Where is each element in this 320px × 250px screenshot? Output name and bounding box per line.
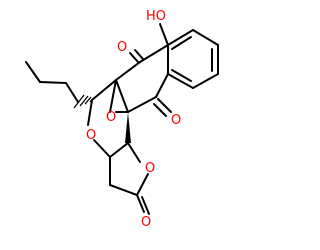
bond: [65, 82, 79, 103]
bond: [171, 69, 192, 82]
bond: [155, 73, 169, 98]
bond: [136, 173, 149, 196]
lactone-ring-oxygen-label: O: [145, 161, 155, 176]
bond: [167, 29, 194, 46]
ring-ether-oxygen-label: O: [86, 128, 96, 143]
bond: [141, 196, 150, 215]
bond: [159, 23, 169, 46]
bond: [109, 142, 129, 158]
bond: [153, 103, 167, 117]
propyl-chain: [25, 61, 95, 109]
bond: [139, 44, 169, 63]
bond: [171, 36, 192, 50]
quinone-ring: [115, 44, 169, 113]
epoxide-oxygen-label: O: [106, 110, 116, 125]
bond: [93, 139, 111, 158]
bond: [91, 79, 117, 101]
lactone-ring: [109, 142, 150, 215]
epoxide-ring: [109, 79, 129, 113]
bond: [127, 142, 141, 163]
bond: [167, 73, 194, 89]
bond: [136, 194, 145, 213]
bond: [127, 96, 157, 113]
bond: [115, 79, 129, 113]
hashed-bond: [73, 94, 85, 109]
hydroxyl-label: HO: [146, 9, 166, 24]
hashed-bond: [84, 96, 92, 105]
ketone-lower-oxygen-label: O: [171, 113, 181, 128]
wedge-bond: [125, 112, 131, 143]
molecule-structure: HO O O O O O O: [25, 9, 219, 230]
bond: [109, 184, 138, 196]
bond: [25, 61, 41, 83]
bond: [192, 29, 219, 46]
hashed-bond: [89, 97, 95, 103]
bond: [87, 99, 93, 126]
hashed-bond: [79, 95, 89, 107]
ketone-upper-oxygen-label: O: [117, 40, 127, 55]
aromatic-ring: [167, 29, 219, 89]
lactone-carbonyl-oxygen-label: O: [141, 215, 151, 230]
bond: [192, 73, 219, 89]
bond: [115, 61, 141, 81]
bond: [109, 79, 117, 113]
pyran-ring: [87, 79, 131, 158]
bond: [39, 81, 67, 84]
bond: [134, 49, 144, 60]
bond: [157, 98, 172, 113]
bond: [129, 52, 139, 63]
